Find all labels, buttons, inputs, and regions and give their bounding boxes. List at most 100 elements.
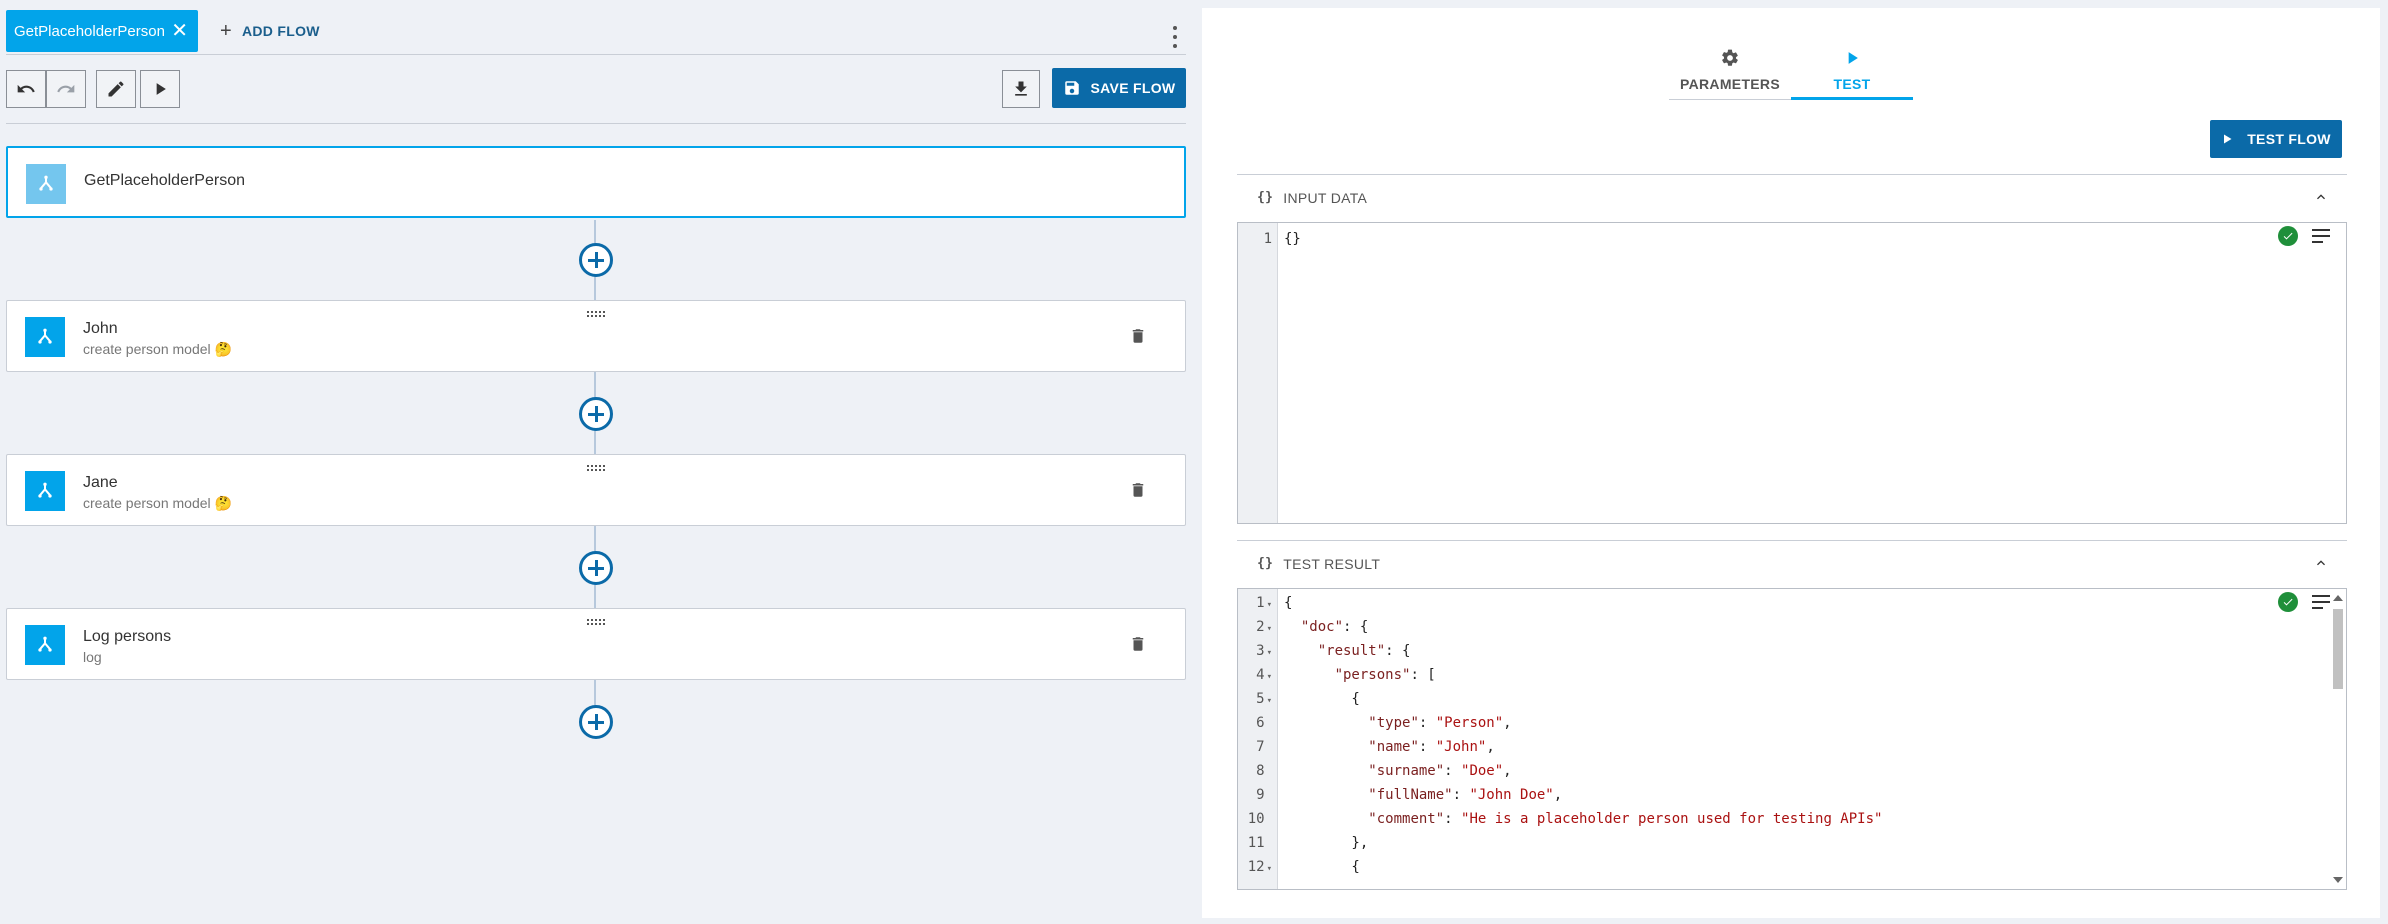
- code-line: {: [1284, 859, 1360, 875]
- delete-icon[interactable]: [1129, 325, 1147, 347]
- code-line: {: [1284, 691, 1360, 707]
- valid-check-icon: [2278, 592, 2298, 612]
- save-flow-button[interactable]: SAVE FLOW: [1052, 68, 1186, 108]
- code-line: "name": "John",: [1368, 739, 1495, 755]
- format-icon[interactable]: [2312, 229, 2330, 243]
- more-options-icon[interactable]: [1172, 26, 1178, 48]
- flow-node-icon: [25, 471, 65, 511]
- download-icon: [1015, 81, 1027, 96]
- add-flow-button[interactable]: + ADD FLOW: [220, 18, 320, 44]
- test-flow-label: TEST FLOW: [2247, 131, 2331, 147]
- test-result-editor[interactable]: 1▾2▾3▾4▾5▾6▾7▾8▾9▾10▾11▾12▾ { "doc": { "…: [1237, 588, 2347, 890]
- line-gutter: 1: [1238, 223, 1278, 523]
- valid-check-icon: [2278, 226, 2298, 246]
- line-number: 1: [1263, 231, 1272, 247]
- line-number: 2▾: [1256, 619, 1272, 635]
- delete-icon[interactable]: [1129, 479, 1147, 501]
- flow-tab-active[interactable]: GetPlaceholderPerson ✕: [6, 10, 198, 52]
- scroll-up-icon[interactable]: [2333, 595, 2343, 601]
- line-number: 5▾: [1256, 691, 1272, 707]
- scrollbar-thumb[interactable]: [2333, 609, 2343, 689]
- line-gutter: 1▾2▾3▾4▾5▾6▾7▾8▾9▾10▾11▾12▾: [1238, 589, 1278, 889]
- redo-icon: [57, 84, 75, 93]
- drag-handle-icon[interactable]: [587, 619, 607, 627]
- play-icon: [1848, 52, 1858, 64]
- line-number: 1▾: [1256, 595, 1272, 611]
- flow-node-subtitle: create person model 🤔: [83, 341, 232, 357]
- edit-button[interactable]: [96, 70, 136, 108]
- input-data-editor[interactable]: 1 {}: [1237, 222, 2347, 524]
- scroll-down-icon[interactable]: [2333, 877, 2343, 883]
- line-number: 11▾: [1247, 835, 1265, 851]
- json-icon: {}: [1257, 556, 1274, 571]
- flow-node-title: John: [83, 320, 118, 337]
- line-number: 6▾: [1256, 715, 1265, 731]
- play-icon: [2224, 134, 2232, 144]
- flow-node-icon: [25, 317, 65, 357]
- test-result-header[interactable]: {} TEST RESULT: [1237, 540, 2347, 586]
- code-line: "fullName": "John Doe",: [1368, 787, 1563, 803]
- flow-node-card[interactable]: GetPlaceholderPerson: [6, 146, 1186, 218]
- tab-parameters-label: PARAMETERS: [1680, 76, 1780, 92]
- tab-parameters[interactable]: PARAMETERS: [1669, 38, 1791, 100]
- line-number: 10▾: [1247, 811, 1265, 827]
- branch-icon: [38, 328, 52, 344]
- line-number: 12▾: [1247, 859, 1272, 875]
- undo-icon: [17, 84, 35, 93]
- add-step-button[interactable]: [579, 551, 613, 585]
- code-line: {: [1284, 595, 1293, 611]
- undo-button[interactable]: [6, 70, 46, 108]
- flow-node-title: Jane: [83, 474, 118, 491]
- flow-node-subtitle: create person model 🤔: [83, 495, 232, 511]
- drag-handle-icon[interactable]: [587, 465, 607, 473]
- side-tabs: PARAMETERS TEST: [1669, 38, 1913, 100]
- drag-handle-icon[interactable]: [587, 311, 607, 319]
- save-icon: [1064, 81, 1079, 95]
- input-data-title: INPUT DATA: [1283, 189, 1368, 206]
- code-line: "result": {: [1317, 643, 1411, 659]
- test-flow-button[interactable]: TEST FLOW: [2210, 120, 2342, 158]
- flow-test-pane: PARAMETERS TEST TEST FLOW {} INPUT DATA …: [1202, 8, 2380, 918]
- code-line: "surname": "Doe",: [1368, 763, 1512, 779]
- run-button[interactable]: [140, 70, 180, 108]
- add-step-button[interactable]: [579, 705, 613, 739]
- download-button[interactable]: [1002, 70, 1040, 108]
- code-line: "type": "Person",: [1368, 715, 1512, 731]
- delete-icon[interactable]: [1129, 633, 1147, 655]
- flow-editor-pane: GetPlaceholderPerson ✕ + ADD FLOW SAVE F…: [6, 8, 1186, 739]
- add-flow-label: ADD FLOW: [241, 23, 320, 39]
- json-icon: {}: [1257, 190, 1274, 205]
- format-icon[interactable]: [2312, 595, 2330, 609]
- add-step-button[interactable]: [579, 397, 613, 431]
- pencil-icon: [108, 81, 124, 97]
- plus-icon: +: [220, 19, 232, 42]
- tab-test[interactable]: TEST: [1791, 38, 1913, 100]
- redo-button[interactable]: [46, 70, 86, 108]
- code-line: },: [1284, 835, 1369, 851]
- flow-toolbar: SAVE FLOW: [6, 68, 1186, 124]
- flow-node-icon: [26, 164, 66, 204]
- flow-node-title: GetPlaceholderPerson: [84, 172, 245, 189]
- code-line: "comment": "He is a placeholder person u…: [1368, 811, 1883, 827]
- line-number: 7▾: [1256, 739, 1265, 755]
- input-data-header[interactable]: {} INPUT DATA: [1237, 174, 2347, 220]
- chevron-up-icon[interactable]: [2313, 189, 2329, 205]
- chevron-up-icon[interactable]: [2313, 555, 2329, 571]
- flow-tabbar: GetPlaceholderPerson ✕ + ADD FLOW: [6, 8, 1186, 55]
- code-line: "persons": [: [1334, 667, 1436, 683]
- flow-node-card[interactable]: John create person model 🤔: [6, 300, 1186, 372]
- tab-test-label: TEST: [1833, 76, 1871, 92]
- flow-node-card[interactable]: Jane create person model 🤔: [6, 454, 1186, 526]
- line-number: 8▾: [1256, 763, 1265, 779]
- branch-icon: [38, 636, 52, 652]
- scrollbar[interactable]: [2332, 593, 2344, 885]
- flow-tab-label: GetPlaceholderPerson: [14, 22, 165, 40]
- flow-node-subtitle: log: [83, 649, 102, 665]
- code-line: "doc": {: [1300, 619, 1369, 635]
- close-icon[interactable]: ✕: [171, 20, 188, 42]
- gear-icon: [1722, 49, 1738, 66]
- flow-node-card[interactable]: Log persons log: [6, 608, 1186, 680]
- branch-icon: [39, 175, 53, 191]
- add-step-button[interactable]: [579, 243, 613, 277]
- flow-node-title: Log persons: [83, 628, 172, 645]
